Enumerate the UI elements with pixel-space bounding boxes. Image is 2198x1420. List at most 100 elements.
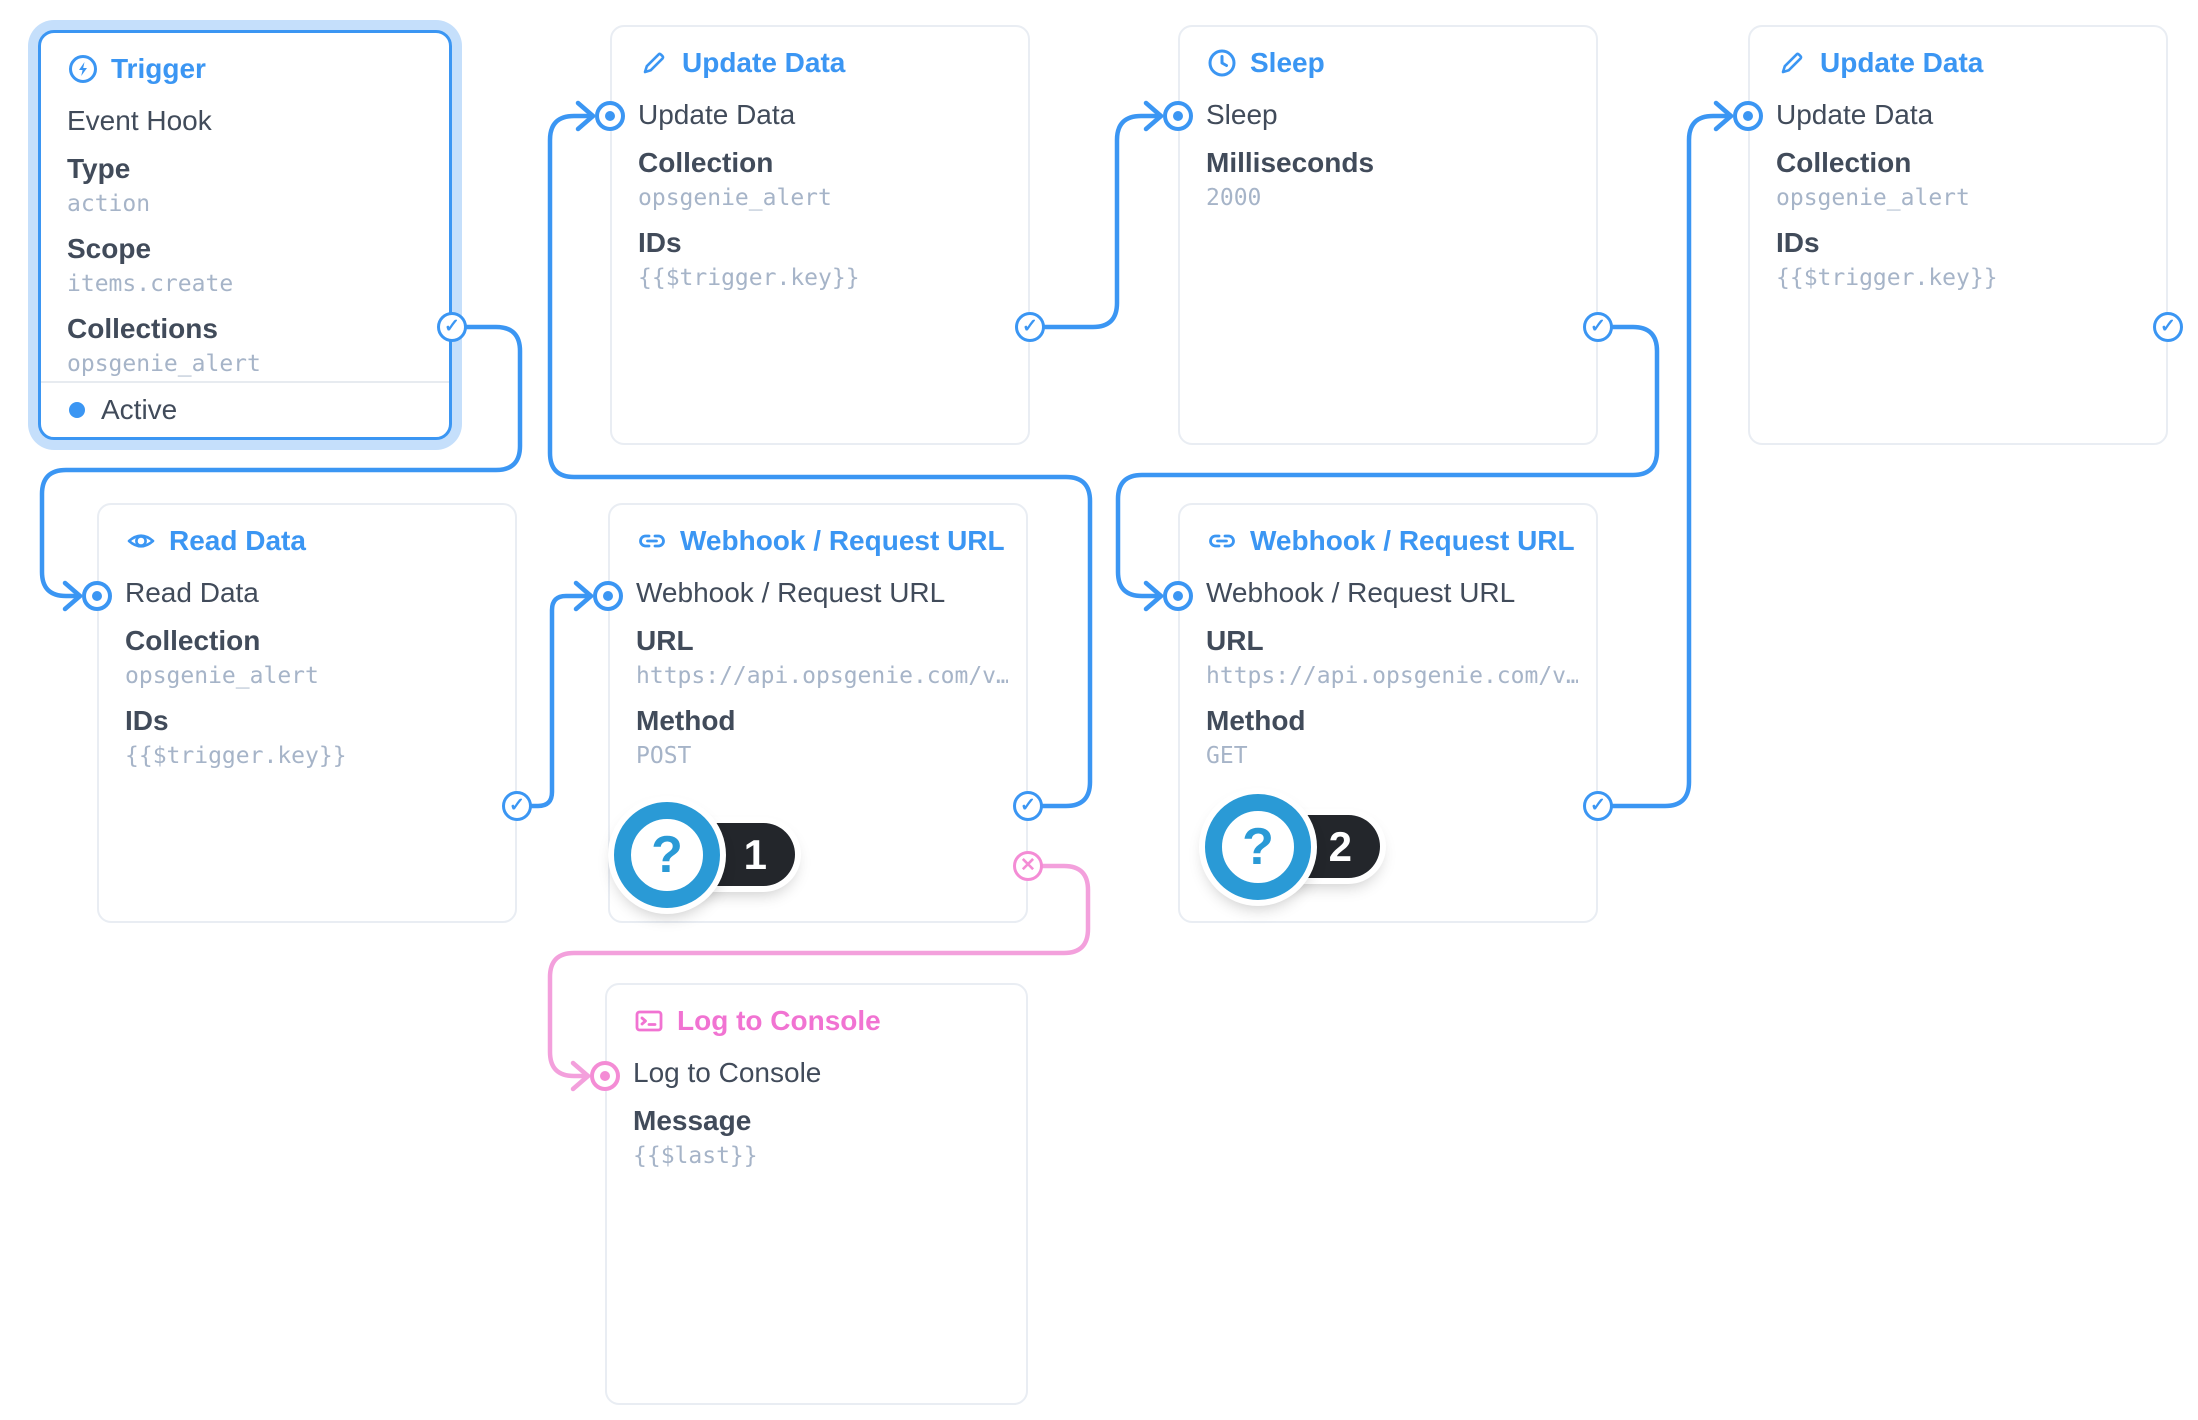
param-value: {{$trigger.key}} — [638, 265, 860, 291]
node-title-label: Update Data — [682, 47, 846, 78]
webhook-2-input-dot[interactable] — [1163, 581, 1193, 611]
log-to-console-input-dot[interactable] — [590, 1061, 620, 1091]
node-webhook-1-title: Webhook / Request URL — [636, 525, 1005, 557]
node-read-data[interactable]: Read Data Read Data Collection opsgenie_… — [97, 503, 517, 923]
webhook-1-reject-output-x-icon[interactable] — [1013, 851, 1043, 881]
node-log-to-console[interactable]: Log to Console Log to Console Message {{… — [605, 983, 1028, 1405]
edge-read-data-to-webhook-1 — [529, 593, 594, 809]
node-webhook-2-title: Webhook / Request URL — [1206, 525, 1575, 557]
trigger-resolve-output-check-icon[interactable] — [437, 312, 467, 342]
sleep-resolve-output-check-icon[interactable] — [1583, 312, 1613, 342]
operation-name: Sleep — [1206, 99, 1278, 130]
node-trigger-title: Trigger — [67, 53, 206, 85]
param-label: Collection — [125, 625, 261, 656]
read-data-input-dot[interactable] — [82, 581, 112, 611]
edge-webhook-1-to-update-data-1-arrow — [575, 100, 596, 132]
terminal-icon — [633, 1005, 665, 1037]
param-label: Scope — [67, 233, 152, 264]
param-label: URL — [1206, 625, 1264, 656]
edge-sleep-to-webhook-2-arrow — [1143, 580, 1164, 612]
webhook-1-input-dot[interactable] — [593, 581, 623, 611]
read-data-resolve-output-check-icon[interactable] — [502, 791, 532, 821]
param-value: POST — [636, 743, 692, 769]
edge-update-data-1-to-sleep-arrow — [1143, 100, 1164, 132]
param-label: Method — [636, 705, 736, 736]
node-log-to-console-title: Log to Console — [633, 1005, 881, 1037]
param-value: https://api.opsgenie.com/v… — [1206, 663, 1578, 689]
node-sleep-title: Sleep — [1206, 47, 1325, 79]
param-value: 2000 — [1206, 185, 1262, 211]
param-label: Collection — [638, 147, 774, 178]
param-label: Type — [67, 153, 131, 184]
node-trigger[interactable]: Trigger Event Hook Type action Scope ite… — [38, 30, 452, 440]
badge-number: 1 — [743, 830, 767, 878]
node-update-data-2[interactable]: Update Data Update Data Collection opsge… — [1748, 25, 2168, 445]
param-label: IDs — [125, 705, 169, 736]
trigger-name: Event Hook — [67, 105, 212, 136]
node-title-label: Update Data — [1820, 47, 1984, 78]
param-value: action — [67, 191, 151, 217]
node-title-label: Sleep — [1250, 47, 1325, 78]
trigger-status: Active — [41, 381, 449, 437]
param-value: opsgenie_alert — [1776, 185, 1970, 211]
link-icon — [1206, 525, 1238, 557]
webhook-1-resolve-output-check-icon[interactable] — [1013, 791, 1043, 821]
pencil-icon — [1776, 47, 1808, 79]
node-title-label: Trigger — [111, 53, 206, 84]
param-label: Method — [1206, 705, 1306, 736]
param-label: Collections — [67, 313, 218, 344]
update-data-2-input-dot[interactable] — [1733, 101, 1763, 131]
edge-trigger-to-read-data-arrow — [62, 580, 83, 612]
param-label: Message — [633, 1105, 752, 1136]
active-status-dot-icon — [69, 402, 85, 418]
operation-name: Update Data — [1776, 99, 1934, 130]
operation-name: Log to Console — [633, 1057, 822, 1088]
operation-name: Read Data — [125, 577, 259, 608]
param-label: URL — [636, 625, 694, 656]
node-update-data-1-title: Update Data — [638, 47, 845, 79]
param-value: {{$trigger.key}} — [1776, 265, 1998, 291]
clock-icon — [1206, 47, 1238, 79]
edge-read-data-to-webhook-1-arrow — [573, 580, 594, 612]
pencil-icon — [638, 47, 670, 79]
edge-update-data-1-to-sleep — [1042, 113, 1164, 330]
param-value: {{$trigger.key}} — [125, 743, 347, 769]
param-label: Collection — [1776, 147, 1912, 178]
node-read-data-title: Read Data — [125, 525, 306, 557]
node-title-label: Webhook / Request URL — [680, 525, 1005, 556]
webhook-2-question-badge-icon[interactable]: ? — [1205, 794, 1311, 900]
param-label: IDs — [1776, 227, 1820, 258]
status-badge: Active — [101, 394, 178, 425]
update-data-2-resolve-output-check-icon[interactable] — [2153, 312, 2183, 342]
param-value: opsgenie_alert — [67, 351, 261, 377]
param-value: {{$last}} — [633, 1143, 758, 1169]
param-value: items.create — [67, 271, 234, 297]
node-title-label: Log to Console — [677, 1005, 881, 1036]
edge-webhook-1-reject-to-log-arrow — [570, 1060, 591, 1092]
node-update-data-2-title: Update Data — [1776, 47, 1983, 79]
update-data-1-resolve-output-check-icon[interactable] — [1015, 312, 1045, 342]
bolt-circle-icon — [67, 53, 99, 85]
update-data-1-input-dot[interactable] — [595, 101, 625, 131]
param-value: opsgenie_alert — [638, 185, 832, 211]
operation-name: Webhook / Request URL — [636, 577, 946, 608]
sleep-input-dot[interactable] — [1163, 101, 1193, 131]
badge-number: 2 — [1328, 822, 1352, 870]
edge-webhook-2-to-update-data-2 — [1610, 113, 1734, 809]
param-label: Milliseconds — [1206, 147, 1375, 178]
operation-name: Update Data — [638, 99, 796, 130]
webhook-2-resolve-output-check-icon[interactable] — [1583, 791, 1613, 821]
param-value: https://api.opsgenie.com/v… — [636, 663, 1008, 689]
node-sleep[interactable]: Sleep Sleep Milliseconds 2000 — [1178, 25, 1598, 445]
param-value: opsgenie_alert — [125, 663, 319, 689]
link-icon — [636, 525, 668, 557]
eye-icon — [125, 525, 157, 557]
webhook-1-question-badge-icon[interactable]: ? — [614, 802, 720, 908]
node-update-data-1[interactable]: Update Data Update Data Collection opsge… — [610, 25, 1030, 445]
operation-name: Webhook / Request URL — [1206, 577, 1516, 608]
node-title-label: Webhook / Request URL — [1250, 525, 1575, 556]
param-value: GET — [1206, 743, 1248, 769]
param-label: IDs — [638, 227, 682, 258]
edge-webhook-2-to-update-data-2-arrow — [1713, 100, 1734, 132]
